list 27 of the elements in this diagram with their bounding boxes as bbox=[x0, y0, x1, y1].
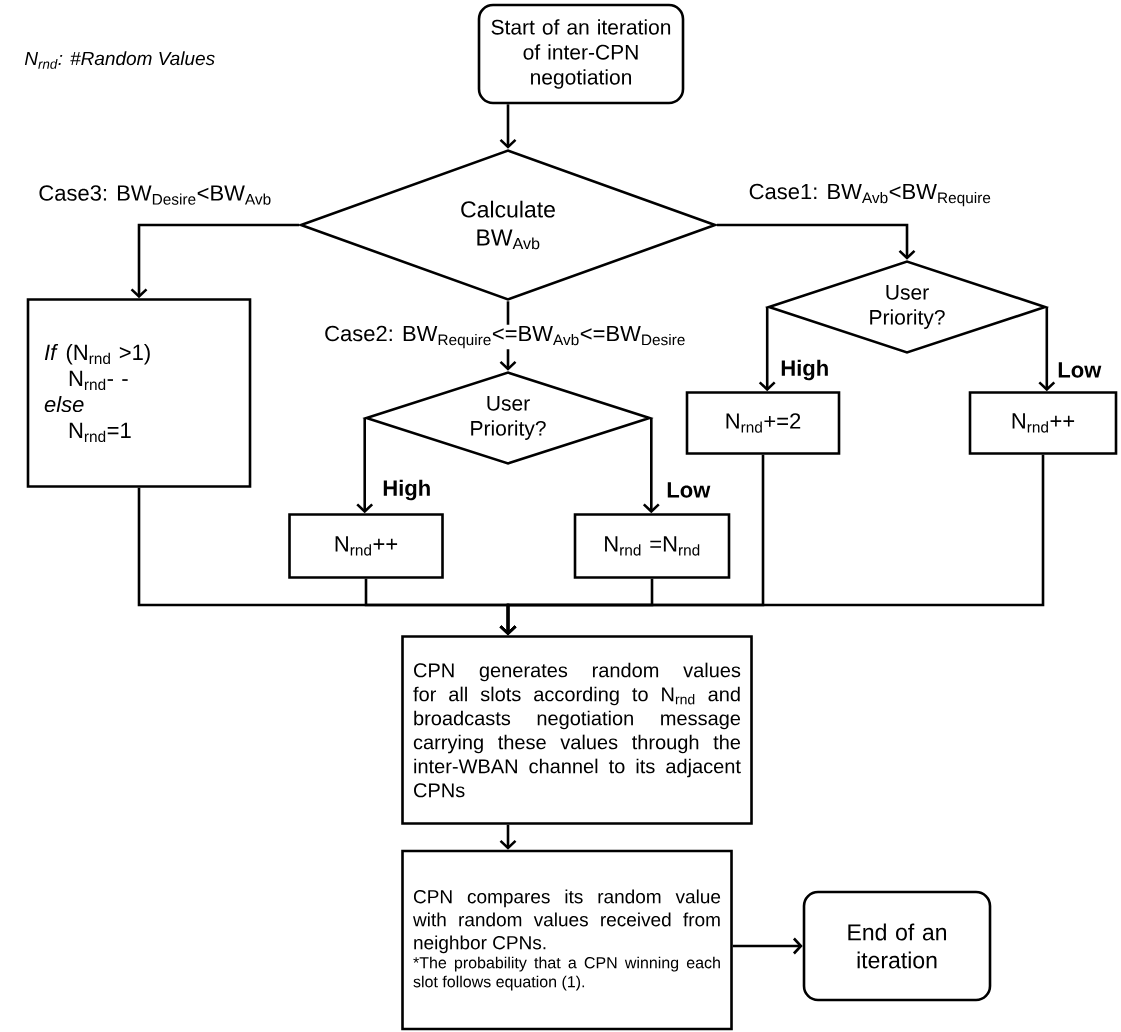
process-box: N$_{rnd}$+=2 bbox=[685, 391, 841, 455]
arrow bbox=[758, 307, 776, 392]
process-box: N$_{rnd}$ =N$_{rnd}$ bbox=[573, 513, 731, 579]
arrow bbox=[499, 454, 1045, 636]
arrow bbox=[642, 418, 660, 514]
edge-label: Low bbox=[1058, 362, 1102, 378]
arrow bbox=[130, 223, 300, 299]
arrow bbox=[499, 824, 517, 850]
edge-label: High bbox=[781, 359, 828, 381]
process-box: CPN generates random values for all slots according to N$_{rnd}$ and broadcasts negotiation message carrying these values through the inter-WBAN channel to its adjacent CPNs bbox=[401, 635, 753, 825]
arrow bbox=[716, 223, 916, 260]
terminal-box: Start of an iteration of inter-CPN negotiation bbox=[477, 3, 685, 105]
edge-label: High bbox=[383, 479, 430, 501]
process-box: N$_{rnd}$++ bbox=[288, 513, 444, 579]
arrow bbox=[356, 418, 374, 514]
arrow bbox=[499, 104, 517, 149]
edge-label: Low bbox=[667, 482, 711, 498]
edge-label: Case2: BW$_{Require}$<=BW$_{Avb}$<=BW$_{Desire}$ bbox=[323, 324, 687, 350]
edge-label: Case1: BW$_{Avb}$<BW$_{Require}$ bbox=[749, 183, 991, 207]
arrow bbox=[732, 937, 803, 955]
process-box: CPN compares its random value with random values received from neighbor CPNs. *The probability that a CPN winning each slot follows equation (1). bbox=[401, 849, 733, 1031]
edge-label: Case3: BW$_{Desire}$<BW$_{Avb}$ bbox=[39, 185, 271, 205]
process-box: If (N$_{rnd}$ >1) N$_{rnd}$- - else N$_{rnd}$=1 bbox=[26, 298, 252, 488]
process-box: N$_{rnd}$++ bbox=[968, 391, 1118, 455]
arrow bbox=[1038, 307, 1056, 392]
note-text: N$_{rnd}$: #Random Values bbox=[24, 51, 215, 69]
terminal-box: End of an iteration bbox=[802, 890, 992, 1002]
